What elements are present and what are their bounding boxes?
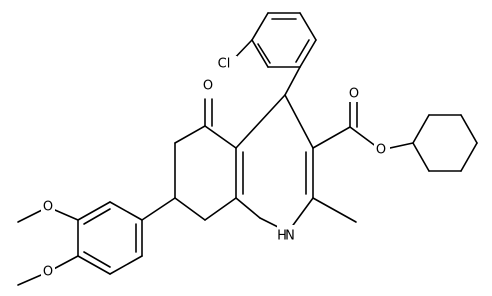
atom-label-o-methoxy-lower: O (43, 265, 53, 280)
atom-label-nh-n: N (285, 229, 295, 244)
bond (235, 197, 261, 219)
bond (83, 208, 111, 225)
bond (204, 125, 237, 149)
atom-labels-group: Cl O O O H N O O (41, 56, 390, 280)
bond (299, 12, 317, 41)
bond (109, 255, 143, 275)
label-mask (41, 264, 55, 280)
atom-label-o-ketone: O (203, 79, 213, 94)
bond (174, 197, 206, 221)
atom-label-cl: Cl (218, 57, 231, 72)
label-mask (277, 225, 297, 255)
label-mask (347, 86, 361, 102)
bond (312, 126, 351, 149)
atom-label-o-ester-link: O (376, 143, 386, 158)
atom-label-o-methoxy-upper: O (43, 200, 53, 215)
bond (460, 114, 478, 144)
label-mask (202, 78, 216, 94)
bond (460, 142, 478, 172)
bond (77, 255, 111, 275)
bond (251, 12, 269, 41)
label-mask (374, 141, 390, 158)
bond (257, 43, 271, 64)
bond (312, 197, 357, 223)
label-mask (41, 199, 55, 215)
bond (77, 201, 111, 221)
bond (83, 251, 111, 268)
bond (299, 39, 317, 68)
bond (109, 201, 143, 221)
bond (141, 197, 176, 221)
bond (174, 125, 206, 144)
atom-label-nh-h: H (277, 229, 287, 244)
atom-label-o-ester-carbonyl: O (349, 87, 359, 102)
bonds-group (17, 12, 478, 286)
bond (284, 94, 314, 149)
bond (412, 142, 430, 172)
bond (251, 39, 269, 68)
bond (284, 66, 301, 96)
bond (235, 94, 286, 149)
label-mask (211, 56, 237, 74)
bond (204, 197, 237, 221)
bond (295, 39, 310, 63)
bond (412, 114, 430, 144)
